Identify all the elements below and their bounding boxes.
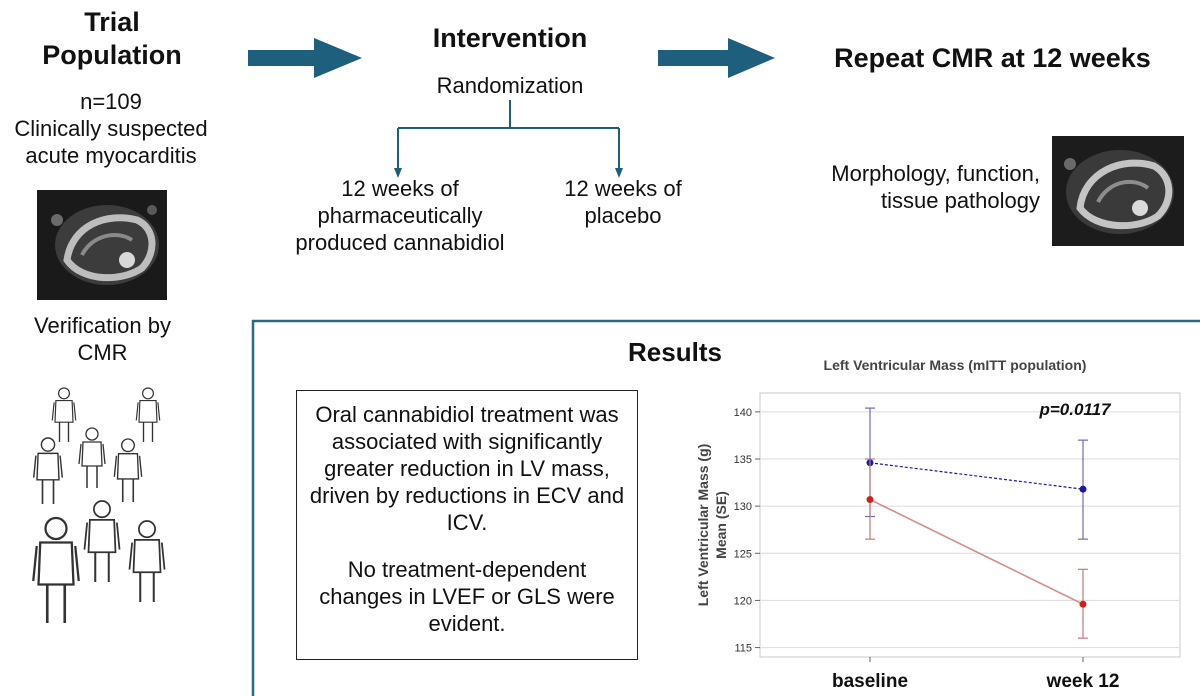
y-tick-label: 120 bbox=[734, 595, 752, 607]
intervention-title: Intervention bbox=[432, 23, 588, 53]
person-icon bbox=[31, 516, 81, 625]
person-icon bbox=[51, 387, 77, 443]
x-tick-label-baseline: baseline bbox=[832, 671, 908, 692]
p-value-annotation: p=0.0117 bbox=[1038, 400, 1112, 419]
branch-left-arrowhead bbox=[394, 168, 402, 178]
y-axis-label-line-1: Left Ventricular Mass (g) bbox=[695, 444, 711, 607]
tick-layer: 115 120 125 130 135 140 baseline week 12 bbox=[734, 407, 1120, 692]
person-icon bbox=[78, 427, 106, 489]
y-axis-label-line-2: Mean (SE) bbox=[713, 491, 729, 559]
person-icon bbox=[135, 387, 161, 443]
y-tick-label: 140 bbox=[734, 407, 752, 419]
results-summary-box: Oral cannabidiol treatment was associate… bbox=[296, 390, 638, 660]
chart-title: Left Ventricular Mass (mITT population) bbox=[824, 357, 1087, 373]
results-paragraph-2: No treatment-dependent changes in LVEF o… bbox=[319, 557, 615, 636]
flow-arrow-1 bbox=[248, 38, 362, 78]
person-icon bbox=[128, 519, 166, 604]
data-point-cbd bbox=[866, 496, 874, 504]
y-tick-label: 130 bbox=[734, 501, 752, 513]
people-illustration bbox=[31, 387, 166, 625]
randomization-label: Randomization bbox=[436, 73, 584, 98]
flow-arrow-2 bbox=[658, 38, 775, 78]
results-panel-border bbox=[251, 319, 1200, 696]
flow-arrow-1-shape bbox=[248, 38, 362, 78]
y-tick-label: 135 bbox=[734, 454, 752, 466]
repeat-cmr-title: Repeat CMR at 12 weeks bbox=[834, 43, 1151, 73]
lv-mass-chart: Left Ventricular Mass (mITT population) … bbox=[695, 357, 1181, 692]
series-line-placebo bbox=[869, 462, 1084, 490]
trial-sample-size: n=109 bbox=[80, 89, 142, 114]
series-line-cbd bbox=[869, 498, 1084, 605]
y-tick-label: 125 bbox=[734, 548, 752, 560]
cmr-image-baseline bbox=[37, 190, 167, 300]
plot-area bbox=[759, 392, 1181, 658]
arm-placebo: 12 weeks of placebo bbox=[564, 176, 682, 228]
data-point-placebo bbox=[1079, 485, 1087, 493]
results-paragraph-1: Oral cannabidiol treatment was associate… bbox=[309, 402, 625, 535]
repeat-cmr-description: Morphology, function, tissue pathology bbox=[831, 161, 1040, 213]
y-tick-label: 115 bbox=[734, 643, 752, 655]
arm-cannabidiol: 12 weeks of pharmaceutically produced ca… bbox=[295, 176, 505, 255]
series-layer bbox=[865, 407, 1088, 639]
verification-text: Verification by CMR bbox=[34, 313, 171, 365]
x-tick-label-week-12: week 12 bbox=[1046, 671, 1120, 692]
person-icon bbox=[83, 499, 121, 584]
randomization-branch bbox=[394, 100, 623, 178]
branch-right-arrowhead bbox=[615, 168, 623, 178]
flow-arrow-2-shape bbox=[658, 38, 775, 78]
grid-layer bbox=[760, 411, 1180, 649]
cmr-image-followup bbox=[1052, 136, 1184, 246]
data-point-cbd bbox=[1079, 600, 1087, 608]
person-icon bbox=[113, 438, 143, 503]
results-title: Results bbox=[628, 337, 722, 367]
trial-population-title: Trial Population bbox=[42, 7, 182, 70]
person-icon bbox=[32, 437, 64, 505]
trial-description: Clinically suspected acute myocarditis bbox=[14, 116, 208, 168]
